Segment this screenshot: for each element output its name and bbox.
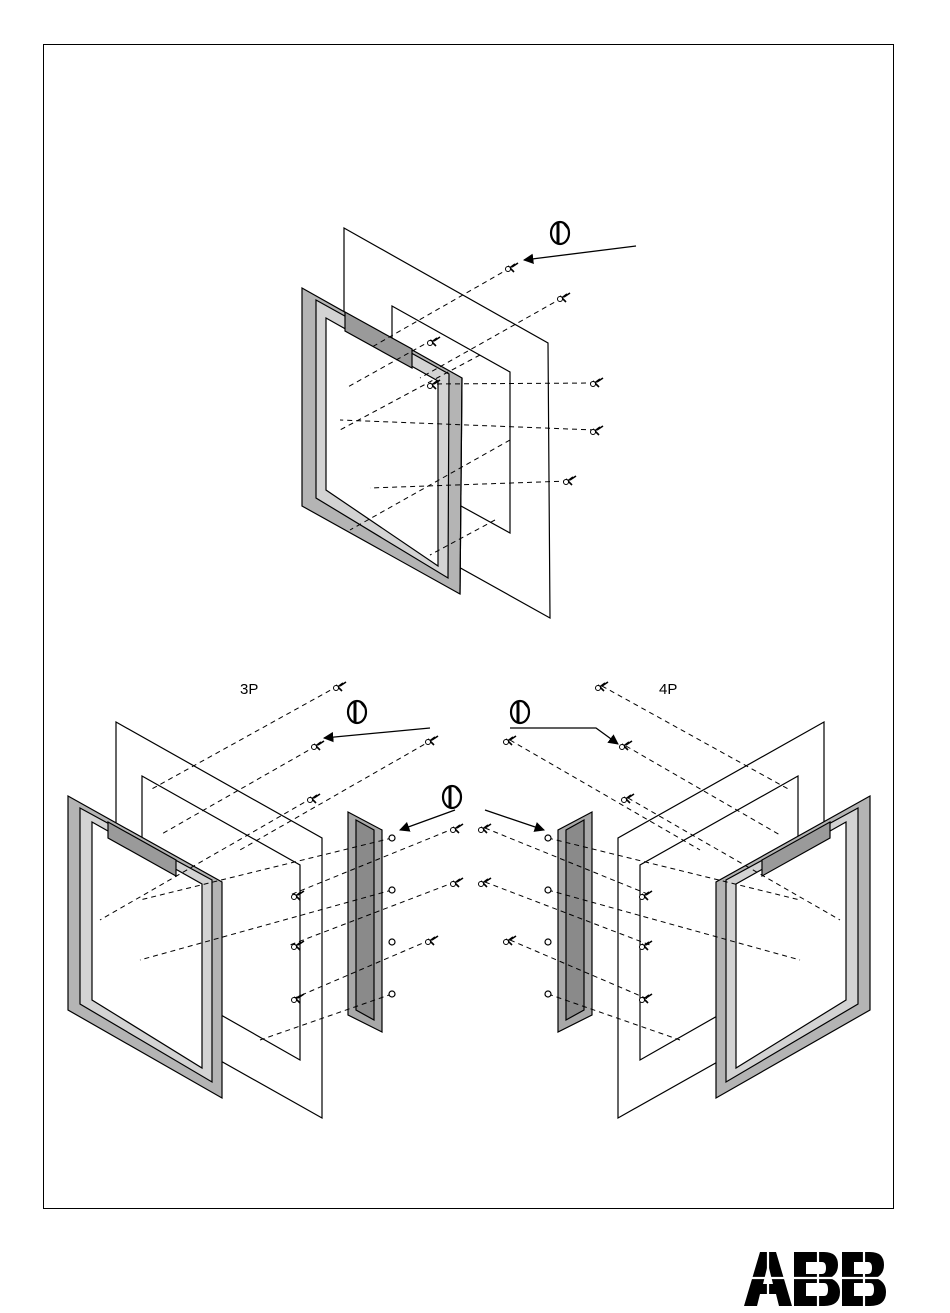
assembly-3p [68, 682, 463, 1118]
top-assembly [302, 222, 636, 618]
abb-logo [742, 1250, 887, 1306]
label-3p: 3P [240, 681, 258, 698]
label-4p: 4P [659, 681, 677, 698]
assembly-4p [443, 682, 870, 1118]
